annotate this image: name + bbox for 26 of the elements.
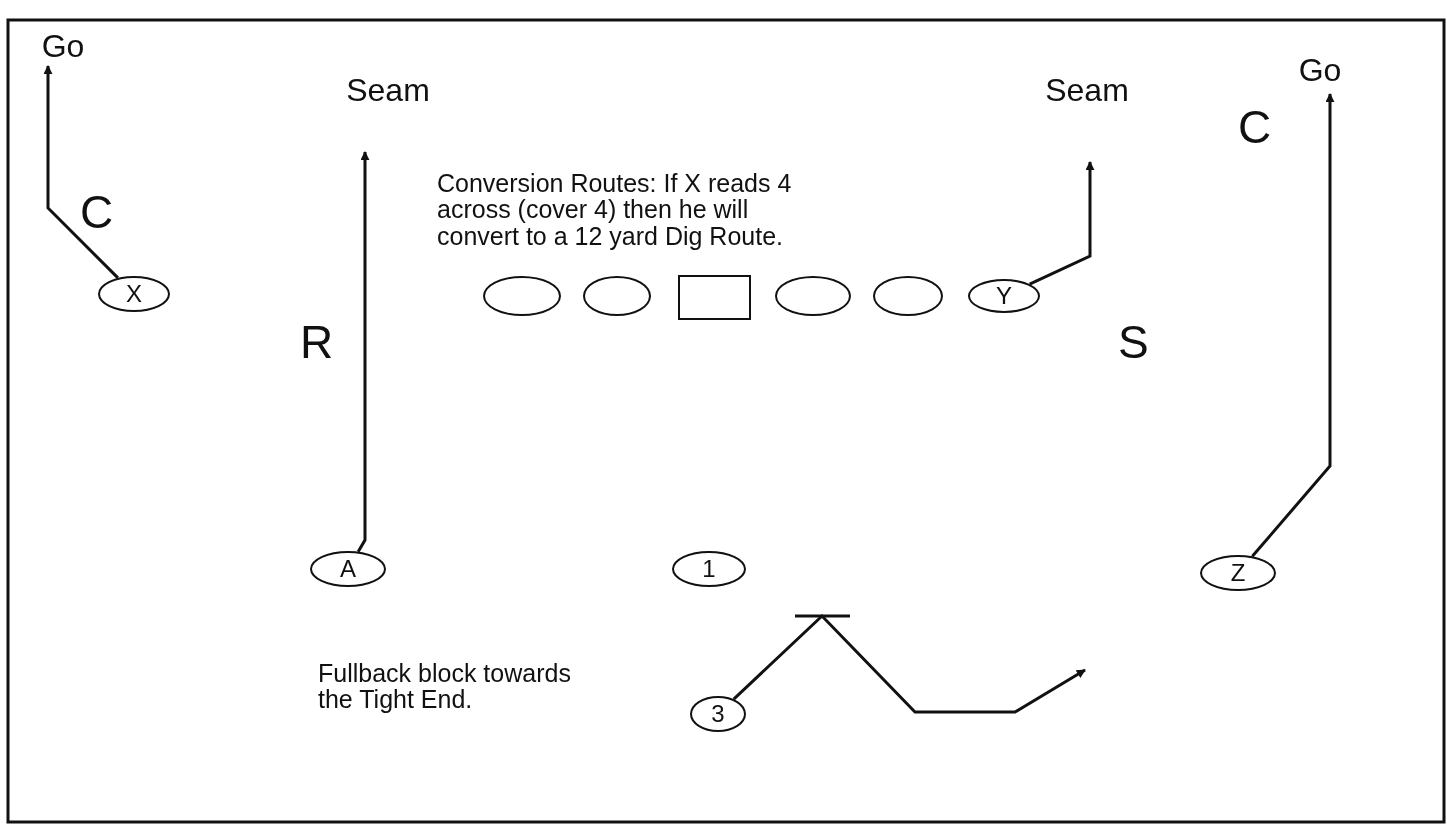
lineman-oval xyxy=(583,276,651,316)
note-text: Conversion Routes: If X reads 4 across (cover 4) then he will convert to a 12 yard Dig Route. xyxy=(437,170,793,249)
center-square xyxy=(678,275,751,320)
lineman-oval xyxy=(483,276,561,316)
route-letter: C xyxy=(80,185,114,239)
player-oval: 1 xyxy=(672,551,746,587)
route-arrow xyxy=(1251,93,1335,558)
route-name: Seam xyxy=(1020,72,1154,162)
route-arrow xyxy=(1029,161,1095,286)
route-letter: R xyxy=(300,315,334,369)
route-arrow xyxy=(732,613,1086,714)
route-letter: S xyxy=(1118,315,1149,369)
route-name: Seam xyxy=(318,72,458,152)
lineman-oval xyxy=(873,276,943,316)
player-oval: Y xyxy=(968,279,1040,313)
route-letter: C xyxy=(1238,100,1272,154)
player-oval: Z xyxy=(1200,555,1276,591)
route-name: Go xyxy=(35,28,91,66)
route-arrow xyxy=(43,65,119,279)
lineman-oval xyxy=(775,276,851,316)
player-oval: A xyxy=(310,551,386,587)
note-text: Fullback block towards the Tight End. xyxy=(318,660,572,713)
player-oval: 3 xyxy=(690,696,746,732)
route-arrow xyxy=(356,151,370,553)
player-oval: X xyxy=(98,276,170,312)
route-name: Go xyxy=(1285,52,1355,94)
